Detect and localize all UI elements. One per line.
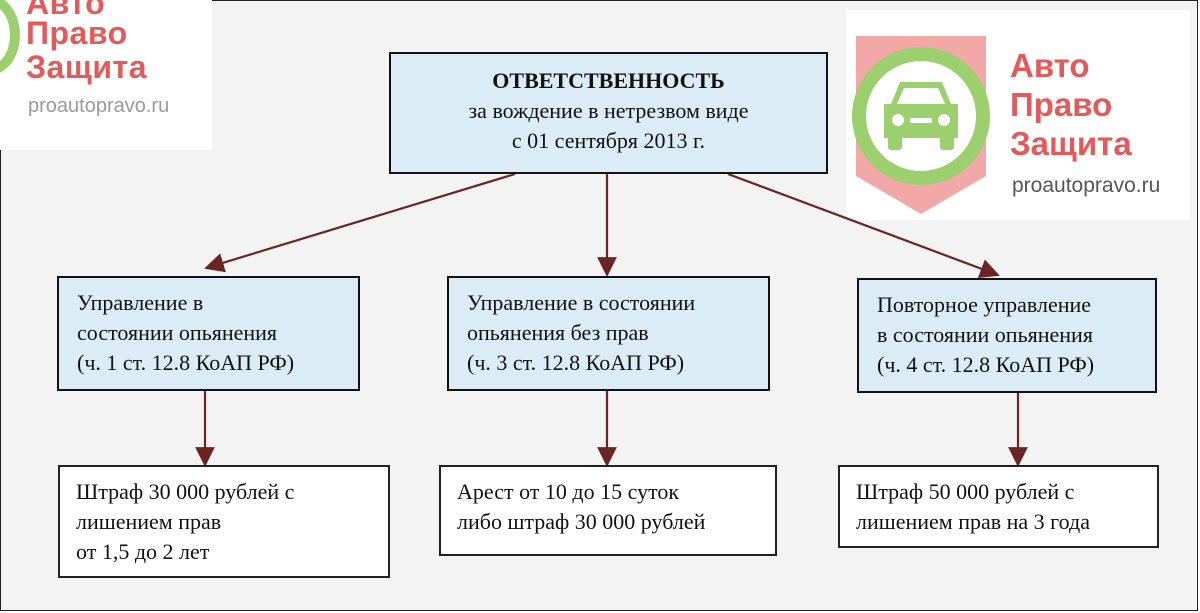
watermark-top-left: Авто Право Защита proautopravo.ru — [0, 0, 212, 150]
watermark-url: proautopravo.ru — [1012, 174, 1161, 197]
arrow-root-to-branch-1 — [204, 172, 516, 273]
condition-1-line-3: (ч. 1 ст. 12.8 КоАП РФ) — [77, 350, 295, 375]
condition-box-2: Управление в состоянии опьянения без пра… — [447, 276, 770, 391]
watermark-brand-line-1: Авто — [1010, 47, 1090, 84]
condition-1-line-1: Управление в — [77, 290, 204, 315]
watermark-brand-line-3: Защита — [1010, 125, 1132, 162]
penalty-2-line-2: либо штраф 30 000 рублей — [457, 509, 706, 534]
root-line-2: с 01 сентября 2013 г. — [511, 128, 706, 153]
watermark-brand-line-2: Право — [26, 15, 128, 51]
penalty-box-3: Штраф 50 000 рублей с лишением прав на 3… — [838, 465, 1159, 548]
penalty-2-line-1: Арест от 10 до 15 суток — [457, 479, 680, 504]
penalty-3-line-2: лишением прав на 3 года — [856, 509, 1090, 534]
condition-box-1: Управление в состоянии опьянения (ч. 1 с… — [57, 276, 360, 391]
watermark-brand-line-2: Право — [1010, 86, 1113, 123]
watermark-top-right: Авто Право Защита proautopravo.ru — [846, 10, 1190, 220]
condition-2-line-3: (ч. 3 ст. 12.8 КоАП РФ) — [467, 350, 685, 375]
arrow-root-to-branch-3 — [727, 172, 1000, 279]
condition-2-line-2: опьянения без прав — [467, 320, 649, 345]
condition-3-line-3: (ч. 4 ст. 12.8 КоАП РФ) — [877, 352, 1095, 377]
watermark-brand-line-3: Защита — [26, 49, 147, 85]
penalty-1-line-2: лишением прав — [76, 509, 222, 534]
penalty-box-1: Штраф 30 000 рублей с лишением прав от 1… — [58, 465, 390, 578]
root-title: ОТВЕТСТВЕННОСТЬ — [492, 68, 725, 93]
root-box: ОТВЕТСТВЕННОСТЬ за вождение в нетрезвом … — [389, 52, 828, 174]
watermark-brand-line-1: Авто — [26, 0, 106, 21]
watermark-url: proautopravo.ru — [28, 95, 170, 117]
condition-3-line-2: в состоянии опьянения — [877, 322, 1093, 347]
condition-3-line-1: Повторное управление — [877, 292, 1092, 317]
penalty-3-line-1: Штраф 50 000 рублей с — [856, 479, 1075, 504]
root-line-1: за вождение в нетрезвом виде — [468, 98, 749, 123]
penalty-1-line-1: Штраф 30 000 рублей с — [76, 479, 295, 504]
condition-box-3: Повторное управление в состоянии опьянен… — [857, 278, 1157, 393]
condition-1-line-2: состоянии опьянения — [77, 320, 278, 345]
penalty-1-line-3: от 1,5 до 2 лет — [76, 539, 210, 564]
car-logo-icon — [852, 36, 990, 214]
penalty-box-2: Арест от 10 до 15 суток либо штраф 30 00… — [439, 465, 777, 556]
condition-2-line-1: Управление в состоянии — [467, 290, 696, 315]
